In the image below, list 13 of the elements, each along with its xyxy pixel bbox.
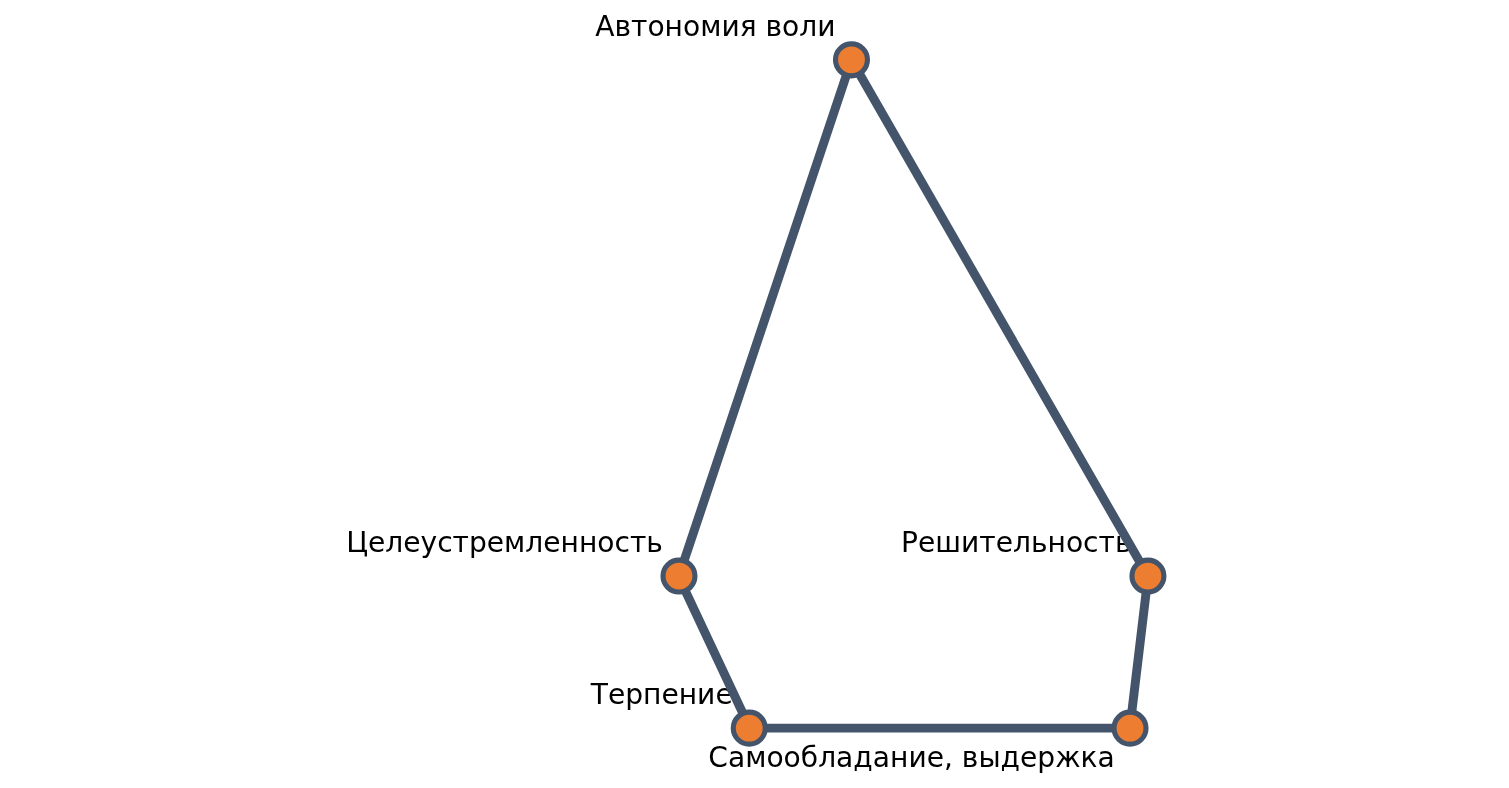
connector <box>855 72 1144 565</box>
node-circle <box>1111 709 1149 747</box>
connector <box>679 73 851 563</box>
node-circle <box>1128 557 1166 595</box>
node-label: Целеустремленность <box>345 525 663 559</box>
connector <box>1126 591 1151 713</box>
node-circle <box>659 557 697 595</box>
connector <box>680 589 747 715</box>
node-label: Терпение <box>590 677 733 711</box>
node-label: Самообладание, выдержка <box>707 740 1115 774</box>
node-circle <box>832 41 870 79</box>
connector <box>764 723 1114 733</box>
node-label: Автономия воли <box>594 9 836 43</box>
